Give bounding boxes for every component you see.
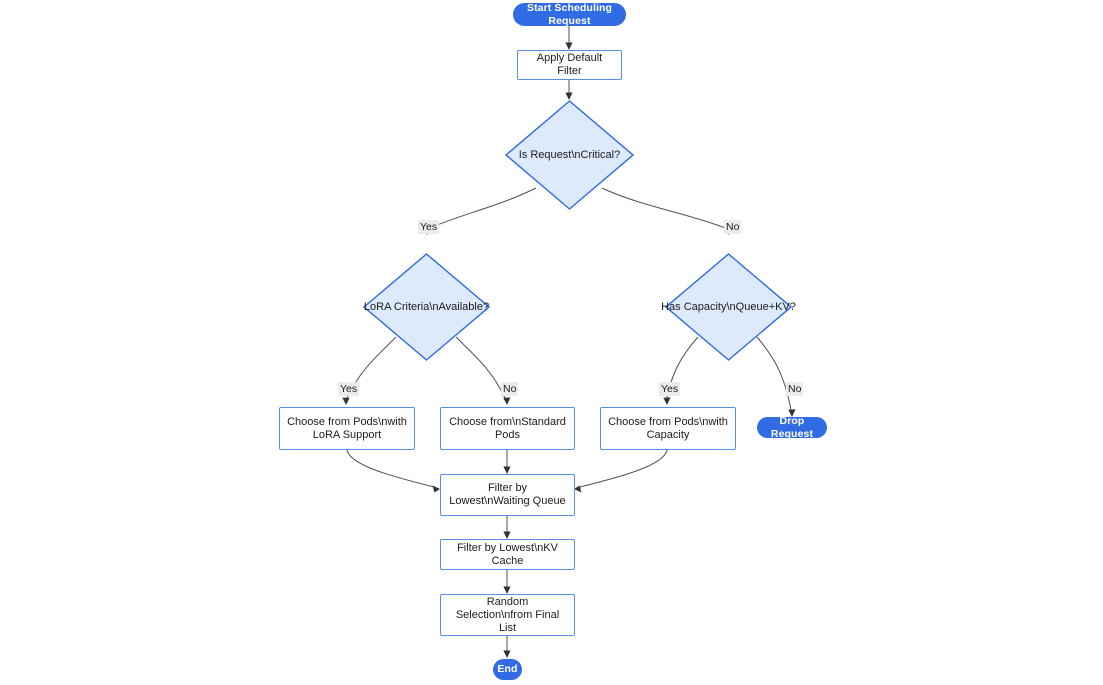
node-choose-standard-pods-label: Choose from\nStandard Pods (449, 415, 569, 441)
edge-pods-capacity-to-filter-queue (579, 449, 668, 488)
arrowhead-end (503, 650, 511, 658)
arrowhead-pods-lora (342, 397, 350, 405)
node-drop-request-label: Drop Request (770, 414, 814, 440)
edge-label-capacity-no: No (786, 382, 804, 396)
arrowhead-pods-capacity (663, 397, 671, 405)
node-lora-criteria-available[interactable]: LoRA Criteria\nAvailable? (363, 253, 490, 361)
node-has-capacity-queue-kv-label: Has Capacity\nQueue+KV? (661, 300, 796, 313)
arrowhead-random-selection (503, 586, 511, 594)
diamond-shape-has-capacity-queue-kv (665, 253, 792, 361)
diamond-shape-is-request-critical (505, 100, 634, 210)
node-filter-by-lowest-kv-cache[interactable]: Filter by Lowest\nKV Cache (440, 539, 575, 570)
edge-is-critical-no (601, 187, 726, 229)
arrowhead-apply-filter (565, 42, 573, 50)
edge-label-critical-no: No (724, 220, 742, 234)
node-lora-criteria-available-label: LoRA Criteria\nAvailable? (363, 300, 490, 313)
node-start[interactable]: Start Scheduling Request (513, 1, 626, 27)
edge-label-lora-no: No (501, 382, 519, 396)
diamond-shape-lora-criteria-available (363, 253, 490, 361)
arrowhead-drop-request (788, 409, 796, 417)
arrowhead-filter-kv (503, 531, 511, 539)
node-choose-pods-with-capacity[interactable]: Choose from Pods\nwith Capacity (600, 407, 736, 450)
edge-label-capacity-yes: Yes (659, 382, 681, 396)
node-apply-default-filter-label: Apply Default Filter (536, 52, 606, 77)
node-choose-pods-with-lora-support[interactable]: Choose from Pods\nwith LoRA Support (279, 407, 415, 450)
arrowhead-filter-queue-right (574, 485, 582, 493)
node-end[interactable]: End (493, 659, 522, 680)
node-choose-pods-with-lora-support-label: Choose from Pods\nwith LoRA Support (287, 415, 410, 441)
arrowhead-filter-queue-top (503, 466, 511, 474)
edge-is-critical-yes (429, 187, 537, 229)
node-filter-by-lowest-waiting-queue-label: Filter by Lowest\nWaiting Queue (449, 482, 566, 507)
node-random-selection-from-final-list[interactable]: Random Selection\nfrom Final List (440, 594, 575, 636)
edge-label-lora-yes: Yes (338, 382, 360, 396)
node-choose-pods-with-capacity-label: Choose from Pods\nwith Capacity (608, 415, 731, 441)
node-choose-standard-pods[interactable]: Choose from\nStandard Pods (440, 407, 575, 450)
node-start-label: Start Scheduling Request (526, 1, 613, 27)
node-filter-by-lowest-waiting-queue[interactable]: Filter by Lowest\nWaiting Queue (440, 474, 575, 516)
node-random-selection-from-final-list-label: Random Selection\nfrom Final List (455, 595, 563, 634)
node-drop-request[interactable]: Drop Request (757, 414, 827, 440)
arrowhead-is-critical (565, 92, 573, 100)
arrowhead-pods-standard (503, 397, 511, 405)
node-apply-default-filter[interactable]: Apply Default Filter (517, 50, 622, 80)
arrowhead-filter-queue-left (432, 485, 440, 493)
edge-pods-lora-to-filter-queue (346, 449, 435, 488)
node-filter-by-lowest-kv-cache-label: Filter by Lowest\nKV Cache (457, 541, 561, 567)
edge-capacity-no (756, 336, 792, 411)
node-end-label: End (497, 663, 518, 675)
edge-label-critical-yes: Yes (418, 220, 440, 234)
node-is-request-critical[interactable]: Is Request\nCritical? (505, 100, 634, 210)
node-has-capacity-queue-kv[interactable]: Has Capacity\nQueue+KV? (661, 253, 796, 361)
node-is-request-critical-label: Is Request\nCritical? (518, 148, 621, 161)
